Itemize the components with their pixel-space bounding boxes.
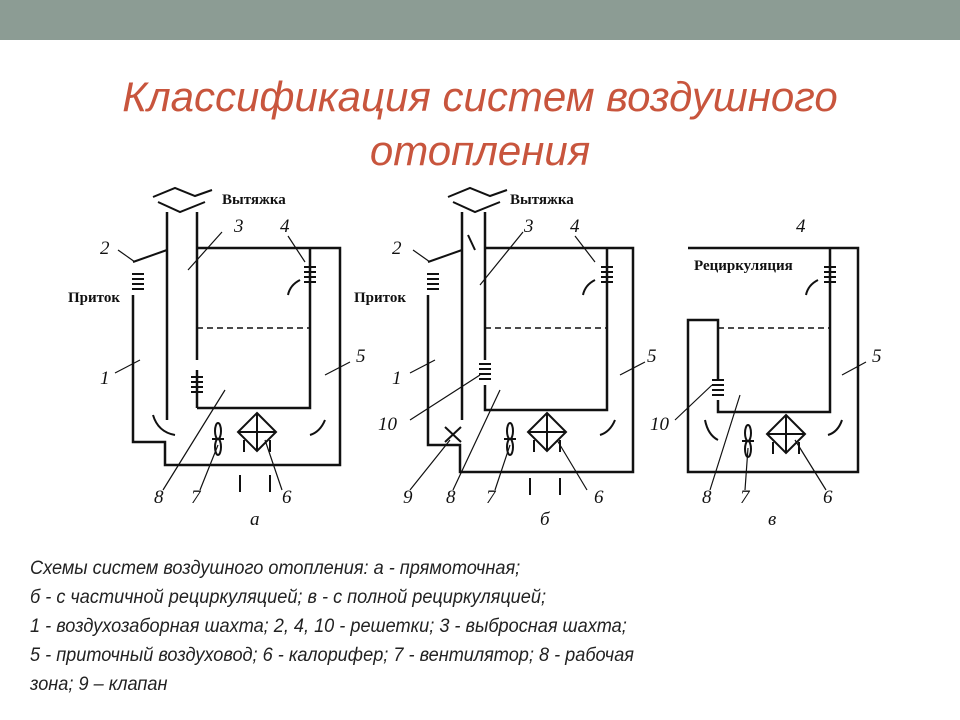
caption-line: 1 - воздухозаборная шахта; 2, 4, 10 - ре… xyxy=(30,615,627,637)
air-heating-diagrams: Вытяжка Приток 1 2 3 4 5 6 7 8 а Вытяжка… xyxy=(68,186,882,530)
slide-title: Классификация систем воздушного отоплени… xyxy=(40,70,920,178)
label-3: 3 xyxy=(233,216,244,237)
label-5: 5 xyxy=(356,346,366,367)
letter-c: в xyxy=(768,509,776,530)
diagram-c xyxy=(674,246,867,491)
label-2: 2 xyxy=(100,238,110,259)
diagram-c-labels: 4 5 6 7 8 10 в xyxy=(650,216,882,530)
label-4: 4 xyxy=(280,216,290,237)
label-6: 6 xyxy=(594,487,604,508)
diagram-a-labels: 1 2 3 4 5 6 7 8 а xyxy=(100,216,366,530)
label-2: 2 xyxy=(392,238,402,259)
label-recirculation: Рециркуляция xyxy=(694,258,793,274)
letter-b: б xyxy=(540,509,551,530)
label-7: 7 xyxy=(191,487,202,508)
top-bar xyxy=(0,0,960,40)
label-intake-a: Приток xyxy=(68,290,120,306)
diagram-b-labels: 1 2 3 4 5 6 7 8 9 10 б xyxy=(378,216,657,530)
caption-line: Схемы систем воздушного отопления: а - п… xyxy=(30,557,521,579)
label-7: 7 xyxy=(486,487,497,508)
diagram-b xyxy=(409,186,646,495)
label-4: 4 xyxy=(796,216,806,237)
label-8: 8 xyxy=(702,487,712,508)
label-6: 6 xyxy=(823,487,833,508)
label-1: 1 xyxy=(100,368,110,389)
figure-caption: Схемы систем воздушного отопления: а - п… xyxy=(30,554,867,699)
label-1: 1 xyxy=(392,368,402,389)
label-7: 7 xyxy=(740,487,751,508)
label-exhaust-b: Вытяжка xyxy=(510,192,574,208)
label-10: 10 xyxy=(650,414,670,435)
label-4: 4 xyxy=(570,216,580,237)
label-9: 9 xyxy=(403,487,413,508)
label-intake-b: Приток xyxy=(354,290,406,306)
title-line-2: отопления xyxy=(369,127,591,174)
letter-a: а xyxy=(250,509,260,530)
label-8: 8 xyxy=(446,487,456,508)
caption-line: зона; 9 – клапан xyxy=(30,673,168,695)
label-5: 5 xyxy=(872,346,882,367)
label-5: 5 xyxy=(647,346,657,367)
label-6: 6 xyxy=(282,487,292,508)
diagram-a xyxy=(114,186,351,492)
label-10: 10 xyxy=(378,414,398,435)
caption-line: 5 - приточный воздуховод; 6 - калорифер;… xyxy=(30,644,634,666)
label-exhaust-a: Вытяжка xyxy=(222,192,286,208)
label-3: 3 xyxy=(523,216,534,237)
label-8: 8 xyxy=(154,487,164,508)
caption-line: б - с частичной рециркуляцией; в - с пол… xyxy=(30,586,546,608)
title-line-1: Классификация систем воздушного xyxy=(122,73,838,120)
